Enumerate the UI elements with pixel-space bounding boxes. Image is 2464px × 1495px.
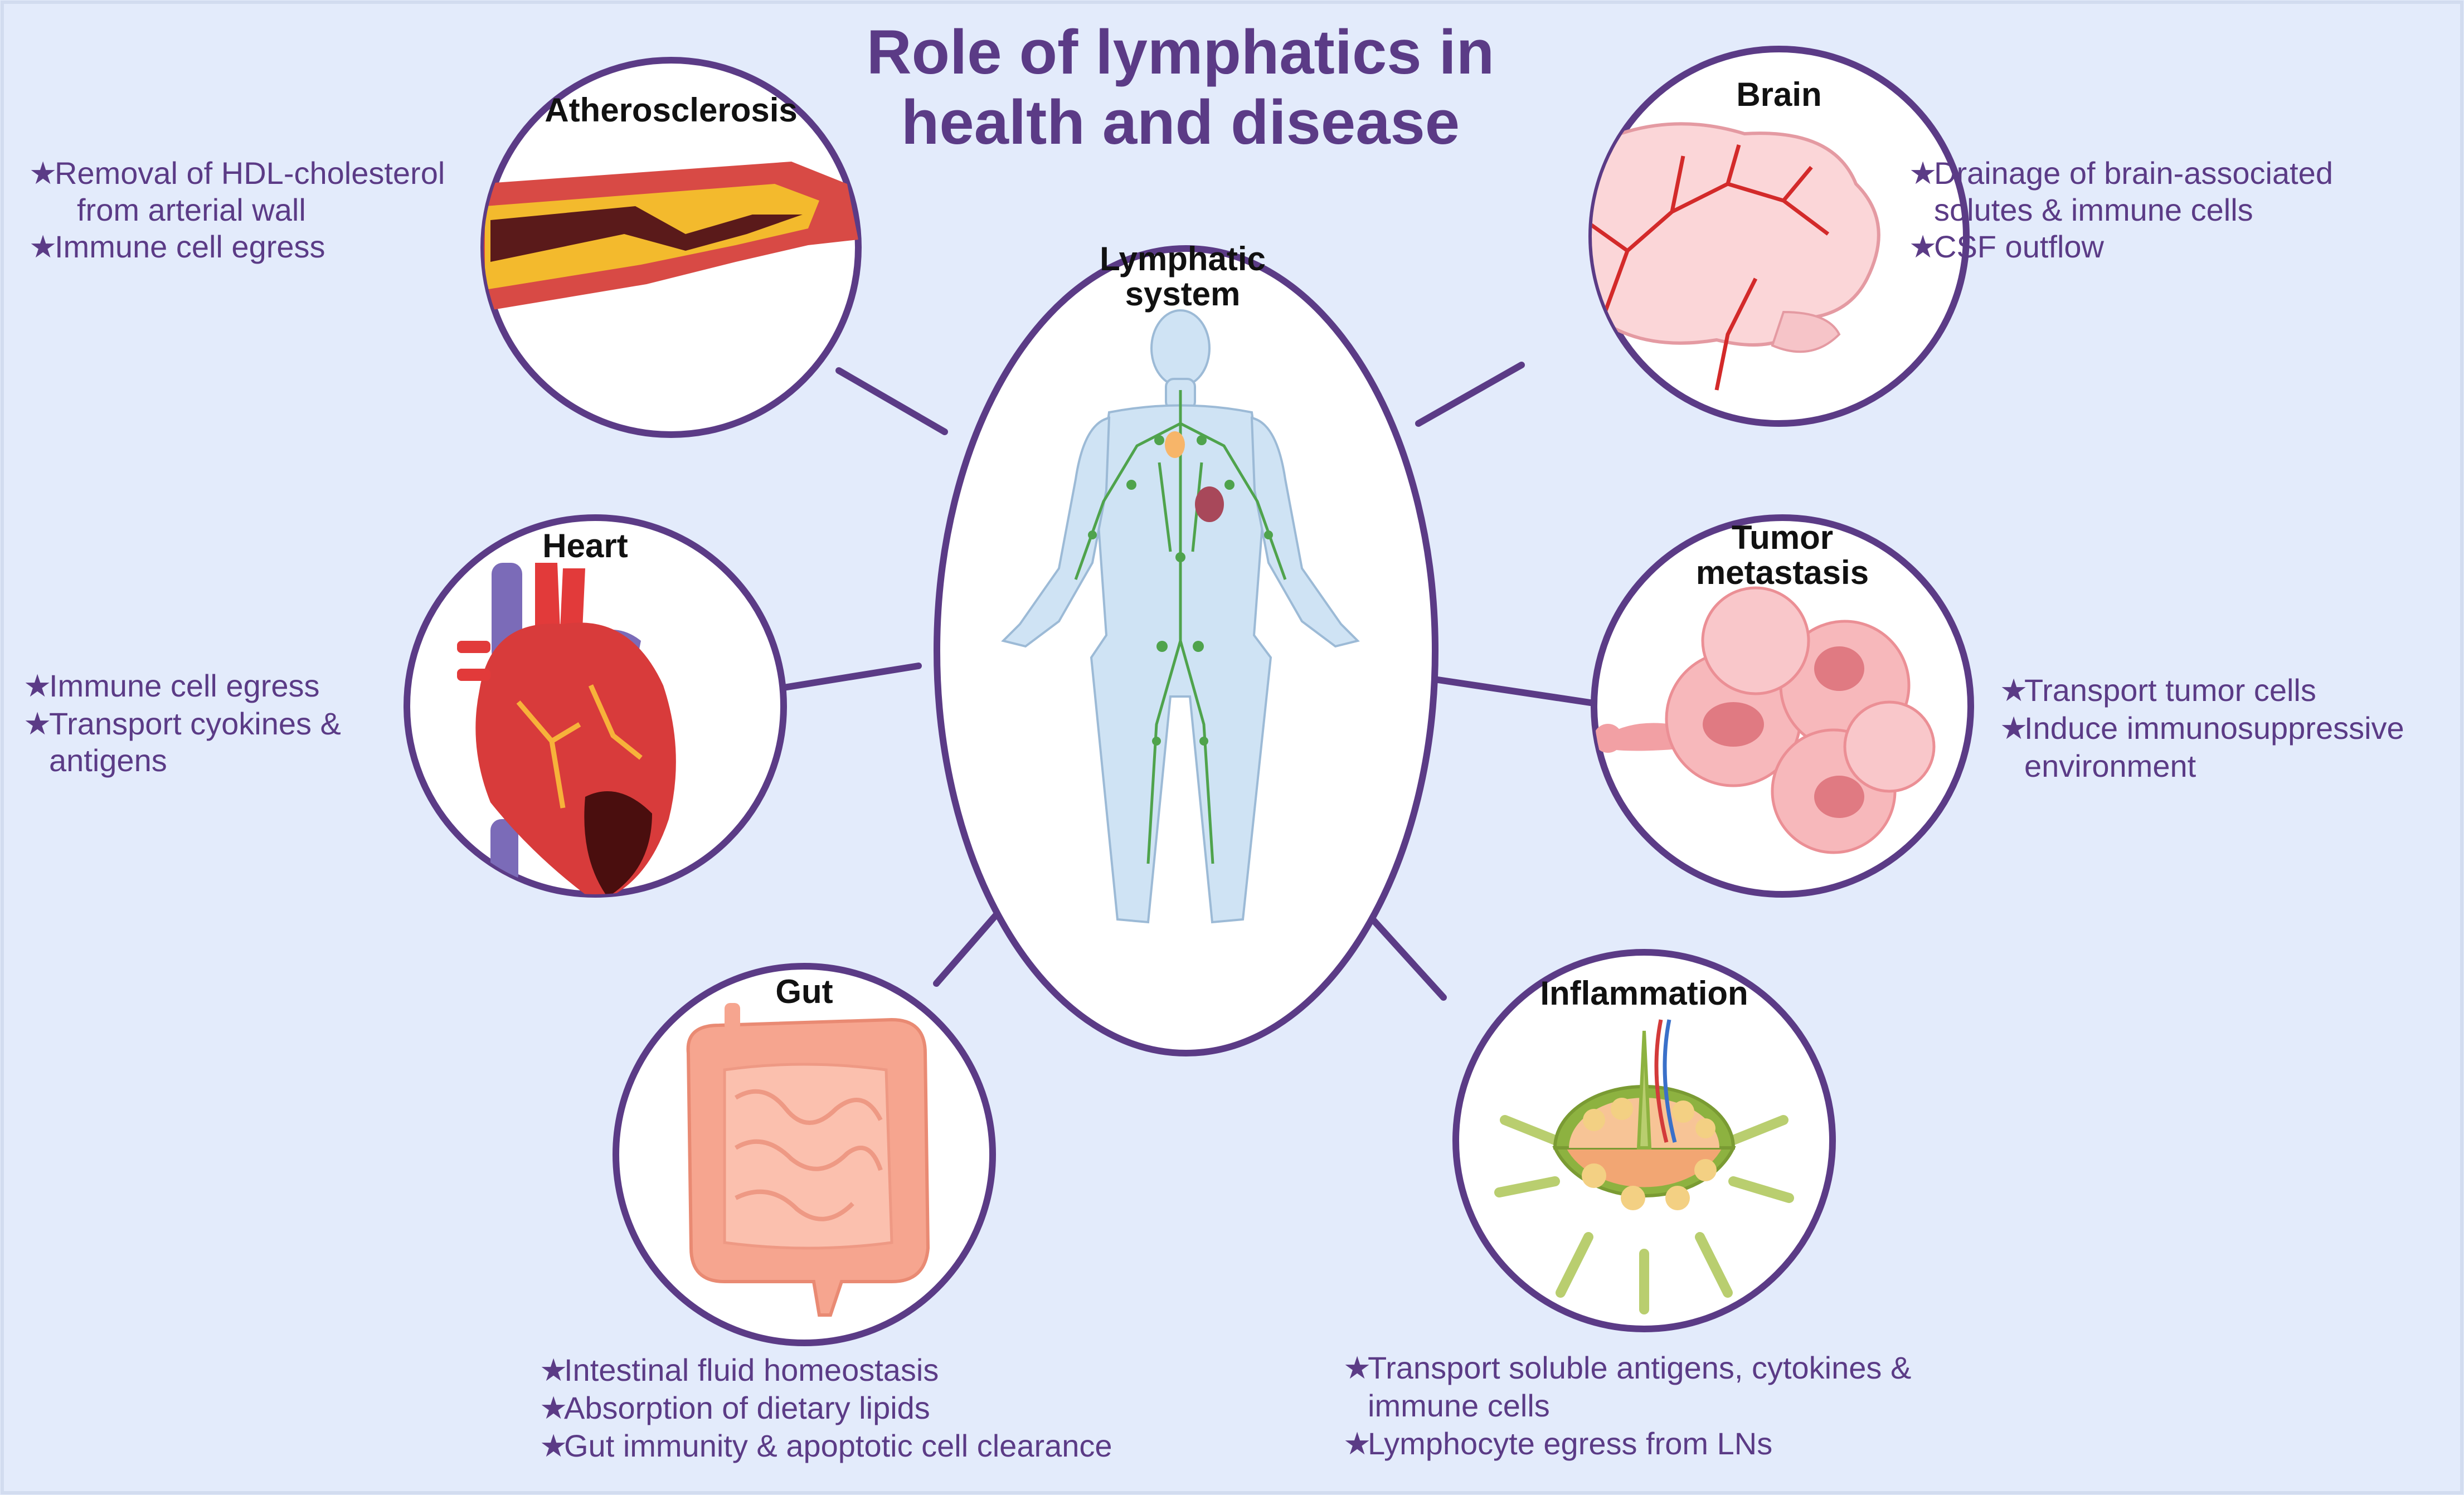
bullet-star: ★ bbox=[540, 1428, 567, 1463]
lymph-nodes-icon bbox=[1088, 435, 1273, 746]
tumor-metastasis-label-2: metastasis bbox=[1696, 554, 1869, 591]
gut-notes: ★ Intestinal fluid homeostasis ★ Absorpt… bbox=[540, 1352, 1112, 1463]
inflammation-label: Inflammation bbox=[1540, 975, 1748, 1012]
atherosclerosis-notes: ★ Removal of HDL-cholesterol from arteri… bbox=[29, 155, 445, 264]
brain-label: Brain bbox=[1736, 76, 1821, 113]
bullet-star: ★ bbox=[23, 668, 51, 703]
brain-note-1b: solutes & immune cells bbox=[1934, 192, 2253, 227]
connector-brain bbox=[1415, 362, 1525, 427]
brain-icon bbox=[1592, 122, 1880, 391]
atherosclerosis-label: Atherosclerosis bbox=[545, 91, 798, 129]
lymph-node-icon bbox=[1494, 1019, 1794, 1314]
bullet-star: ★ bbox=[29, 155, 57, 191]
heart-icon bbox=[457, 563, 676, 894]
heart-note-2: Transport cyokines & bbox=[49, 706, 341, 741]
bullet-star: ★ bbox=[1343, 1350, 1371, 1385]
gut-note-2: Absorption of dietary lipids bbox=[564, 1390, 930, 1425]
lymphatic-system-label-1: Lymphatic bbox=[1100, 240, 1266, 277]
connector-heart bbox=[777, 663, 922, 692]
gut-label: Gut bbox=[775, 973, 833, 1010]
bullet-star: ★ bbox=[1909, 155, 1937, 191]
tumor-note-2: Induce immunosuppressive bbox=[2024, 710, 2404, 746]
gut-note-3: Gut immunity & apoptotic cell clearance bbox=[564, 1428, 1112, 1463]
bullet-star: ★ bbox=[29, 229, 57, 264]
heart-node: Heart bbox=[404, 514, 787, 898]
heart-notes: ★ Immune cell egress ★ Transport cyokine… bbox=[23, 668, 341, 778]
tumor-metastasis-node: Tumor metastasis bbox=[1591, 514, 1974, 898]
connector-atherosclerosis bbox=[835, 367, 948, 435]
lymphatic-system-label-2: system bbox=[1125, 275, 1241, 313]
atherosclerosis-node: Atherosclerosis bbox=[480, 57, 862, 438]
connectors bbox=[777, 362, 1597, 1001]
inflammation-notes: ★ Transport soluble antigens, cytokines … bbox=[1343, 1350, 1911, 1461]
bullet-star: ★ bbox=[1343, 1426, 1371, 1461]
brain-notes: ★ Drainage of brain-associated solutes &… bbox=[1909, 155, 2333, 264]
title-line-1: Role of lymphatics in bbox=[867, 17, 1494, 87]
tumor-note-1: Transport tumor cells bbox=[2024, 673, 2316, 708]
spleen-icon bbox=[1195, 486, 1224, 522]
atherosclerosis-note-1: Removal of HDL-cholesterol bbox=[55, 155, 445, 191]
bullet-star: ★ bbox=[540, 1390, 567, 1425]
atherosclerosis-note-2: Immune cell egress bbox=[55, 229, 325, 264]
bullet-star: ★ bbox=[23, 706, 51, 741]
gut-node: Gut bbox=[613, 963, 996, 1346]
inflammation-note-1b: immune cells bbox=[1368, 1388, 1550, 1423]
bullet-star: ★ bbox=[540, 1352, 567, 1387]
bullet-star: ★ bbox=[1909, 229, 1937, 264]
title-line-2: health and disease bbox=[901, 87, 1460, 157]
inflammation-note-1: Transport soluble antigens, cytokines & bbox=[1368, 1350, 1911, 1385]
human-body-icon bbox=[1001, 309, 1360, 924]
heart-note-1: Immune cell egress bbox=[49, 668, 320, 703]
brain-node: Brain bbox=[1588, 46, 1970, 427]
inflammation-note-2: Lymphocyte egress from LNs bbox=[1368, 1426, 1772, 1461]
heart-label: Heart bbox=[542, 527, 628, 564]
tumor-metastasis-label-1: Tumor bbox=[1732, 519, 1833, 556]
tumor-note-2b: environment bbox=[2024, 748, 2196, 783]
intestine-icon bbox=[686, 1003, 930, 1317]
brain-note-1: Drainage of brain-associated bbox=[1934, 155, 2333, 191]
gut-note-1: Intestinal fluid homeostasis bbox=[564, 1352, 939, 1387]
brain-note-2: CSF outflow bbox=[1934, 229, 2105, 264]
bullet-star: ★ bbox=[2000, 710, 2028, 746]
bullet-star: ★ bbox=[2000, 673, 2028, 708]
lymphatic-system-node: Lymphatic system bbox=[934, 240, 1438, 1056]
lymph-vessels-icon bbox=[1074, 390, 1287, 864]
connector-tumor bbox=[1435, 676, 1597, 707]
tumor-cells-icon bbox=[1594, 586, 1936, 854]
atherosclerosis-note-1b: from arterial wall bbox=[77, 192, 306, 227]
tumor-notes: ★ Transport tumor cells ★ Induce immunos… bbox=[2000, 673, 2404, 783]
artery-icon bbox=[484, 162, 858, 312]
inflammation-node: Inflammation bbox=[1452, 949, 1836, 1332]
heart-note-2b: antigens bbox=[49, 743, 167, 778]
thymus-icon bbox=[1165, 431, 1185, 458]
